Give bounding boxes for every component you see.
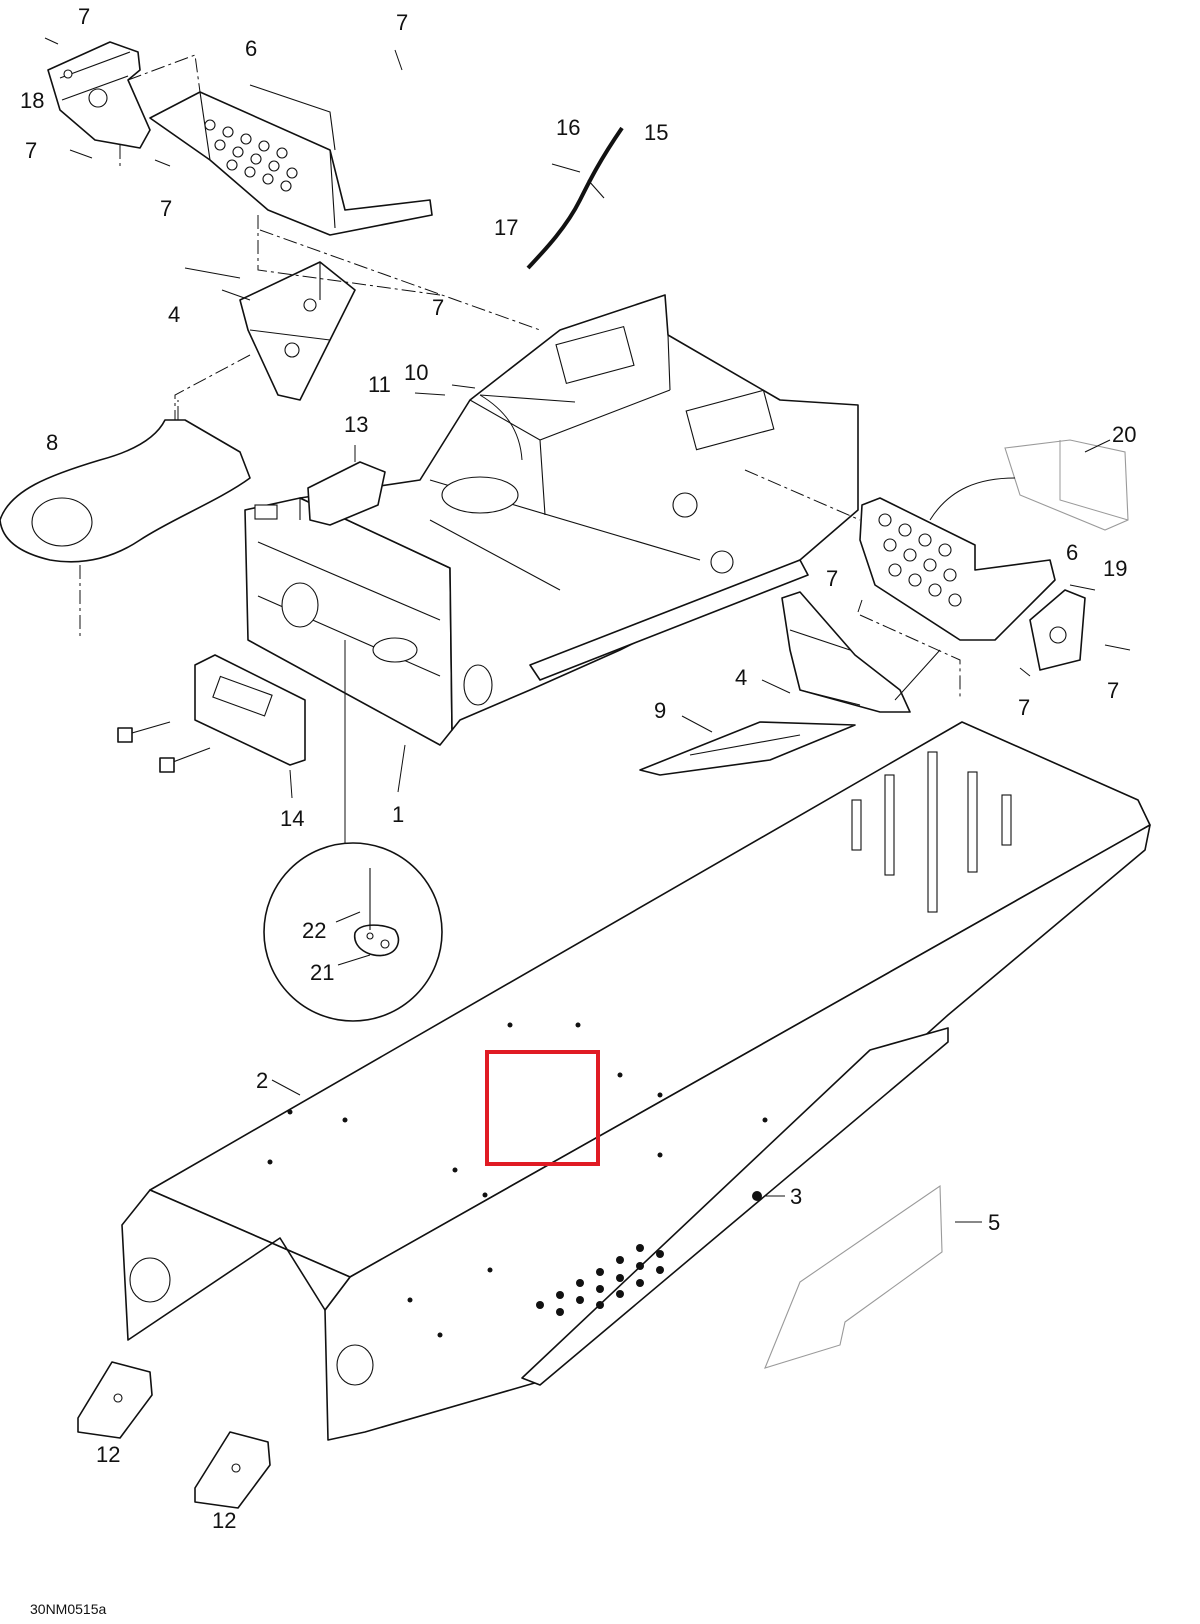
- callout-19: 19: [1103, 556, 1127, 581]
- callout-7: 7: [1107, 678, 1119, 703]
- callout-13: 13: [344, 412, 368, 437]
- callout-2: 2: [256, 1068, 268, 1093]
- engine-mount-left: [184, 261, 356, 401]
- plate-9: [639, 721, 856, 776]
- runner-5: [764, 1184, 982, 1369]
- engine-mount-4-left: [239, 261, 356, 401]
- detail-circle: [263, 640, 443, 1022]
- callout-8: 8: [46, 430, 58, 455]
- tunnel-left-side: [121, 1189, 351, 1341]
- callout-9: 9: [654, 698, 666, 723]
- callout-10: 10: [404, 360, 428, 385]
- callout-12: 12: [96, 1442, 120, 1467]
- callout-5: 5: [988, 1210, 1000, 1235]
- main-frame-1: [117, 294, 859, 799]
- callout-7: 7: [25, 138, 37, 163]
- tunnel-2: [121, 721, 1151, 1441]
- callout-6: 6: [1066, 540, 1078, 565]
- frame-rail: [529, 559, 809, 681]
- callout-18: 18: [20, 88, 44, 113]
- bracket-13: [307, 461, 386, 526]
- callout-7: 7: [160, 196, 172, 221]
- engine-mount-4-right: [781, 591, 911, 713]
- engine-mount-right: [639, 591, 941, 776]
- exploded-view-lines: [119, 54, 863, 613]
- callout-16: 16: [556, 115, 580, 140]
- footrest-right-assembly: [859, 439, 1131, 700]
- runner-plate-5: [764, 1184, 943, 1369]
- callout-3: 3: [790, 1184, 802, 1209]
- callout-4: 4: [735, 665, 747, 690]
- tunnel-rivet-dots: [267, 1022, 768, 1338]
- washer-21: [354, 924, 400, 957]
- callout-22: 22: [302, 918, 326, 943]
- highlight-box: [485, 1050, 600, 1166]
- tunnel-slots: [851, 751, 1012, 913]
- callout-21: 21: [310, 960, 334, 985]
- callout-12: 12: [212, 1508, 236, 1533]
- figure-code: 30NM0515a: [30, 1601, 106, 1617]
- cable-17: [526, 126, 624, 270]
- callout-labels: 7 7 6 18 7 7 16 15 17 7 4 10 11 13 8 20 …: [20, 4, 1136, 1533]
- callout-6: 6: [245, 36, 257, 61]
- callout-11: 11: [368, 372, 391, 397]
- footrest-right-holes: [878, 513, 962, 607]
- callout-17: 17: [494, 215, 518, 240]
- slide-rail-3: [521, 1027, 949, 1386]
- footrest-6-left: [149, 91, 433, 236]
- tunnel-perforations: [536, 1244, 664, 1316]
- cable-assembly: [526, 126, 624, 270]
- callout-1: 1: [392, 802, 404, 827]
- cover-8: [0, 419, 251, 563]
- plates-12: [77, 1361, 271, 1509]
- callout-4: 4: [168, 302, 180, 327]
- bracket-20: [1004, 439, 1129, 531]
- callout-20: 20: [1112, 422, 1136, 447]
- callout-7: 7: [396, 10, 408, 35]
- callout-14: 14: [280, 806, 304, 831]
- detail-callout-circle: [263, 842, 443, 1022]
- belt-guard-8: [0, 400, 251, 640]
- callout-15: 15: [644, 120, 668, 145]
- callout-7: 7: [432, 295, 444, 320]
- callout-7: 7: [1018, 695, 1030, 720]
- callout-7: 7: [826, 566, 838, 591]
- footrest-holes: [204, 119, 298, 192]
- callout-7: 7: [78, 4, 90, 29]
- footrest-left-assembly: [44, 37, 433, 236]
